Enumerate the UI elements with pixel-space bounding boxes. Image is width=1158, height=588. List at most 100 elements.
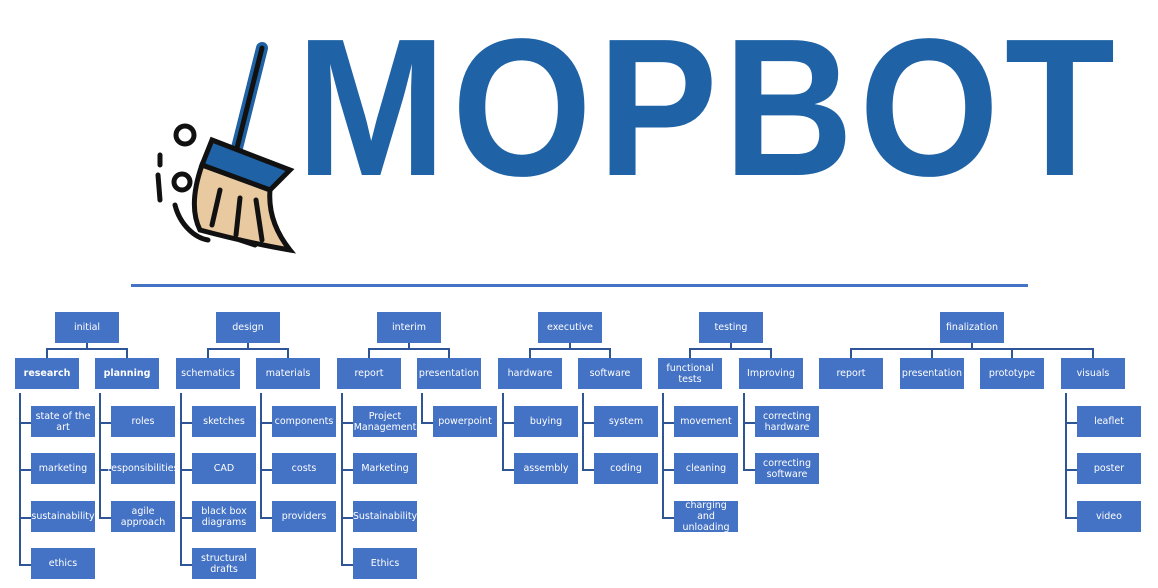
connector-line [180, 563, 192, 566]
subtask-box: components [272, 406, 336, 437]
connector-line [19, 421, 31, 424]
connector-line [126, 348, 128, 358]
subtask-box: poster [1077, 453, 1141, 484]
connector-line [502, 421, 514, 424]
connector-line [448, 348, 450, 358]
connector-line [1065, 421, 1077, 424]
task-box: report [819, 358, 883, 389]
connector-line [662, 393, 664, 518]
task-box: schematics [176, 358, 240, 389]
connector-line [260, 393, 262, 518]
connector-line [569, 343, 571, 349]
connector-line [19, 393, 21, 565]
divider [131, 284, 1028, 287]
connector-line [689, 348, 772, 350]
task-box: planning [95, 358, 159, 389]
connector-line [180, 468, 192, 471]
subtask-box: cleaning [674, 453, 738, 484]
subtask-box: Ethics [353, 548, 417, 579]
connector-line [99, 393, 101, 518]
task-box: materials [256, 358, 320, 389]
phase-box: testing [699, 312, 763, 343]
task-box: hardware [498, 358, 562, 389]
subtask-box: costs [272, 453, 336, 484]
task-box: visuals [1061, 358, 1125, 389]
subtask-box: powerpoint [433, 406, 497, 437]
task-box: software [578, 358, 642, 389]
connector-line [260, 516, 272, 519]
phase-box: initial [55, 312, 119, 343]
connector-line [502, 468, 514, 471]
connector-line [931, 348, 933, 358]
connector-line [1065, 516, 1077, 519]
connector-line [341, 563, 353, 566]
subtask-box: Sustainability [353, 501, 417, 532]
connector-line [662, 421, 674, 424]
task-box: research [15, 358, 79, 389]
phase-box: finalization [940, 312, 1004, 343]
connector-line [1092, 348, 1094, 358]
subtask-box: state of the art [31, 406, 95, 437]
logo-wordmark: MOPBOT [296, 0, 1121, 217]
subtask-box: correcting software [755, 453, 819, 484]
subtask-box: buying [514, 406, 578, 437]
subtask-box: black box diagrams [192, 501, 256, 532]
subtask-box: roles [111, 406, 175, 437]
connector-line [408, 343, 410, 349]
task-box: report [337, 358, 401, 389]
connector-line [341, 393, 343, 565]
connector-line [247, 343, 249, 349]
subtask-box: Project Management [353, 406, 417, 437]
subtask-box: assembly [514, 453, 578, 484]
connector-line [689, 348, 691, 358]
connector-line [180, 421, 192, 424]
connector-line [207, 348, 209, 358]
connector-line [971, 343, 973, 349]
subtask-box: providers [272, 501, 336, 532]
connector-line [99, 421, 111, 424]
connector-line [529, 348, 611, 350]
connector-line [260, 421, 272, 424]
task-box: presentation [900, 358, 964, 389]
connector-line [287, 348, 289, 358]
subtask-box: sustainability [31, 501, 95, 532]
connector-line [207, 348, 289, 350]
connector-line [99, 516, 111, 519]
connector-line [529, 348, 531, 358]
subtask-box: leaflet [1077, 406, 1141, 437]
connector-line [19, 468, 31, 471]
subtask-box: ethics [31, 548, 95, 579]
connector-line [19, 516, 31, 519]
connector-line [341, 516, 353, 519]
connector-line [99, 468, 111, 471]
task-box: presentation [417, 358, 481, 389]
connector-line [582, 468, 594, 471]
connector-line [582, 421, 594, 424]
subtask-box: agile approach [111, 501, 175, 532]
subtask-box: charging and unloading [674, 500, 738, 533]
subtask-box: CAD [192, 453, 256, 484]
connector-line [368, 348, 450, 350]
connector-line [341, 421, 353, 424]
subtask-box: coding [594, 453, 658, 484]
connector-line [770, 348, 772, 358]
connector-line [609, 348, 611, 358]
connector-line [421, 393, 423, 423]
subtask-box: responsibilities [107, 453, 179, 484]
broom-icon [155, 42, 297, 254]
connector-line [260, 468, 272, 471]
connector-line [582, 393, 584, 470]
connector-line [743, 393, 745, 470]
connector-line [662, 516, 674, 519]
task-box: prototype [980, 358, 1044, 389]
task-box: Improving [739, 358, 803, 389]
connector-line [46, 348, 128, 350]
connector-line [1065, 468, 1077, 471]
connector-line [502, 393, 504, 470]
connector-line [368, 348, 370, 358]
connector-line [180, 516, 192, 519]
task-box: functional tests [658, 358, 722, 389]
connector-line [730, 343, 732, 349]
subtask-box: sketches [192, 406, 256, 437]
subtask-box: Marketing [353, 453, 417, 484]
